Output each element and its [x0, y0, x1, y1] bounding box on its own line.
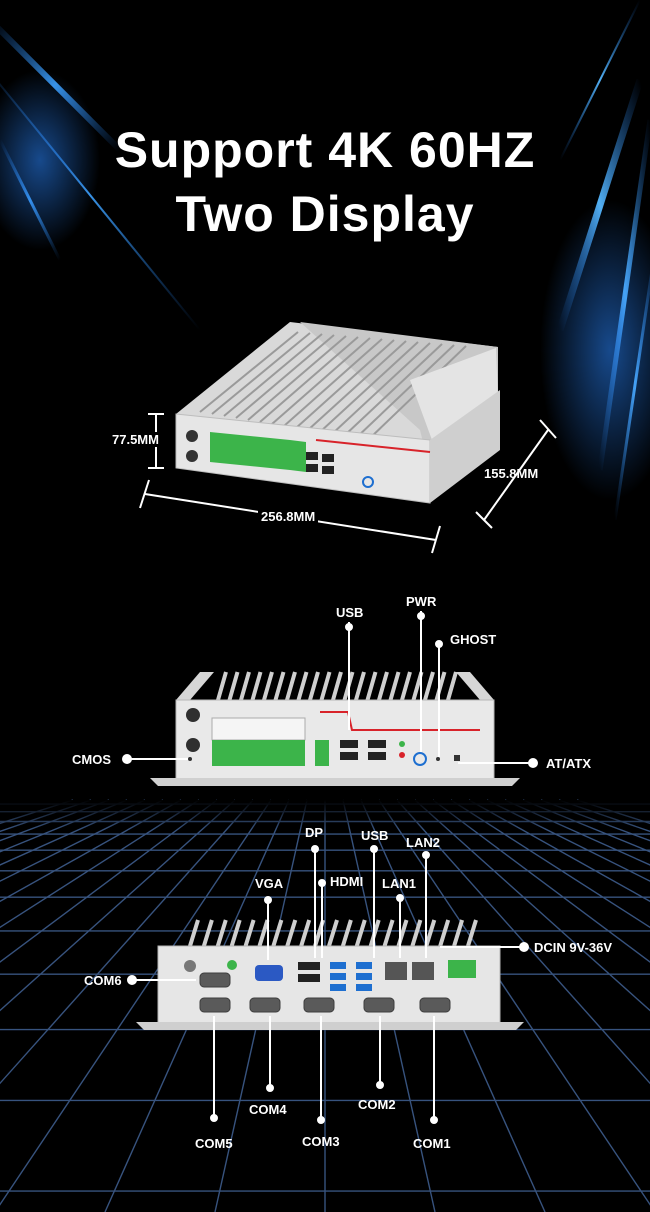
rear-label-com5: COM5	[195, 1136, 233, 1151]
serial-port-group	[199, 972, 451, 1013]
vga-port	[255, 965, 283, 981]
rear-label-usb: USB	[361, 828, 389, 843]
dcin-terminal	[448, 960, 476, 978]
depth-dimension: 155.8MM	[484, 466, 539, 481]
rear-label-vga: VGA	[255, 876, 284, 891]
front-screw-top	[186, 708, 200, 722]
rear-label-hdmi: HDMI	[330, 874, 364, 889]
front-label-atatx: AT/ATX	[546, 756, 592, 771]
height-dimension: 77.5MM	[112, 432, 159, 447]
dp-port	[298, 974, 320, 982]
hdmi-port	[298, 962, 320, 970]
front-label-cmos: CMOS	[72, 752, 111, 767]
rear-label-com1: COM1	[413, 1136, 451, 1151]
width-dimension: 256.8MM	[258, 509, 319, 524]
ground-screw	[184, 960, 196, 972]
front-label-ghost: GHOST	[450, 632, 497, 647]
front-callout-leaders	[122, 611, 538, 768]
headline-line-1: Support 4K 60HZ	[114, 122, 536, 178]
rear-label-lan1: LAN1	[382, 876, 416, 891]
front-usb-ports	[340, 740, 386, 760]
rear-label-com3: COM3	[302, 1134, 340, 1149]
lan1-port	[385, 962, 407, 980]
terminal-block	[212, 740, 305, 766]
front-screw-bottom	[186, 738, 200, 752]
right-light-streaks	[540, 0, 650, 521]
rear-label-com2: COM2	[358, 1097, 396, 1112]
lan2-port	[412, 962, 434, 980]
left-light-streaks	[0, 25, 201, 331]
device-front-face	[175, 390, 500, 504]
rear-label-dp: DP	[305, 825, 324, 840]
rear-callout-leaders	[127, 845, 529, 1124]
rear-usb-ports	[330, 962, 372, 991]
front-heatsink-fins	[176, 672, 494, 700]
rear-label-com4: COM4	[249, 1102, 287, 1117]
headline-line-2: Two Display	[175, 186, 475, 242]
rear-label-dcin: DCIN 9V-36V	[534, 940, 613, 955]
power-button-icon	[413, 752, 427, 766]
rear-label-lan2: LAN2	[406, 835, 440, 850]
front-label-pwr: PWR	[406, 594, 437, 609]
front-label-usb: USB	[336, 605, 364, 620]
rear-label-com6: COM6	[84, 973, 122, 988]
